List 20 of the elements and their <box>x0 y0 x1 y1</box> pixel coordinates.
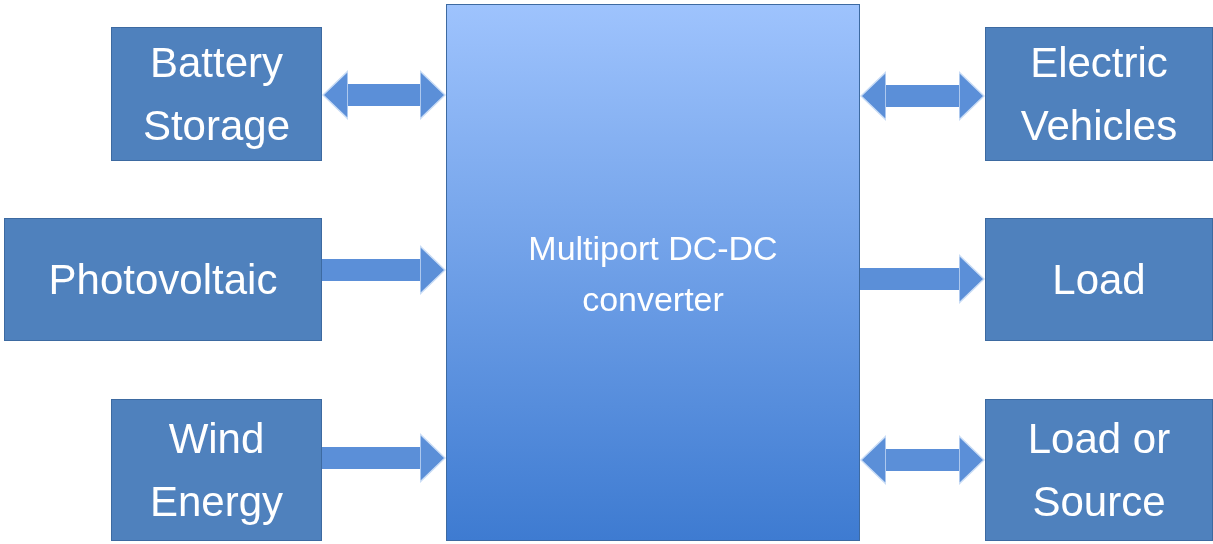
source-box <box>985 399 1213 541</box>
box-label: Multiport DC-DC converter <box>527 228 779 320</box>
block-arrow <box>860 435 985 485</box>
box-label: Load or Source <box>1026 414 1172 527</box>
block-arrow <box>322 433 446 483</box>
block-arrow <box>322 245 446 295</box>
block-arrow <box>322 70 446 120</box>
source-box <box>985 218 1213 341</box>
box-label: Electric Vehicles <box>1019 38 1179 151</box>
source-box <box>111 27 322 161</box>
box-label: Wind Energy <box>148 414 285 527</box>
box-label: Load <box>1052 255 1146 305</box>
converter-box <box>446 4 860 541</box>
block-arrow <box>860 254 985 304</box>
box-label: Photovoltaic <box>48 255 278 305</box>
block-arrow <box>860 71 985 121</box>
source-box <box>111 399 322 541</box>
box-label: Battery Storage <box>141 38 292 151</box>
source-box <box>985 27 1213 161</box>
source-box <box>4 218 322 341</box>
